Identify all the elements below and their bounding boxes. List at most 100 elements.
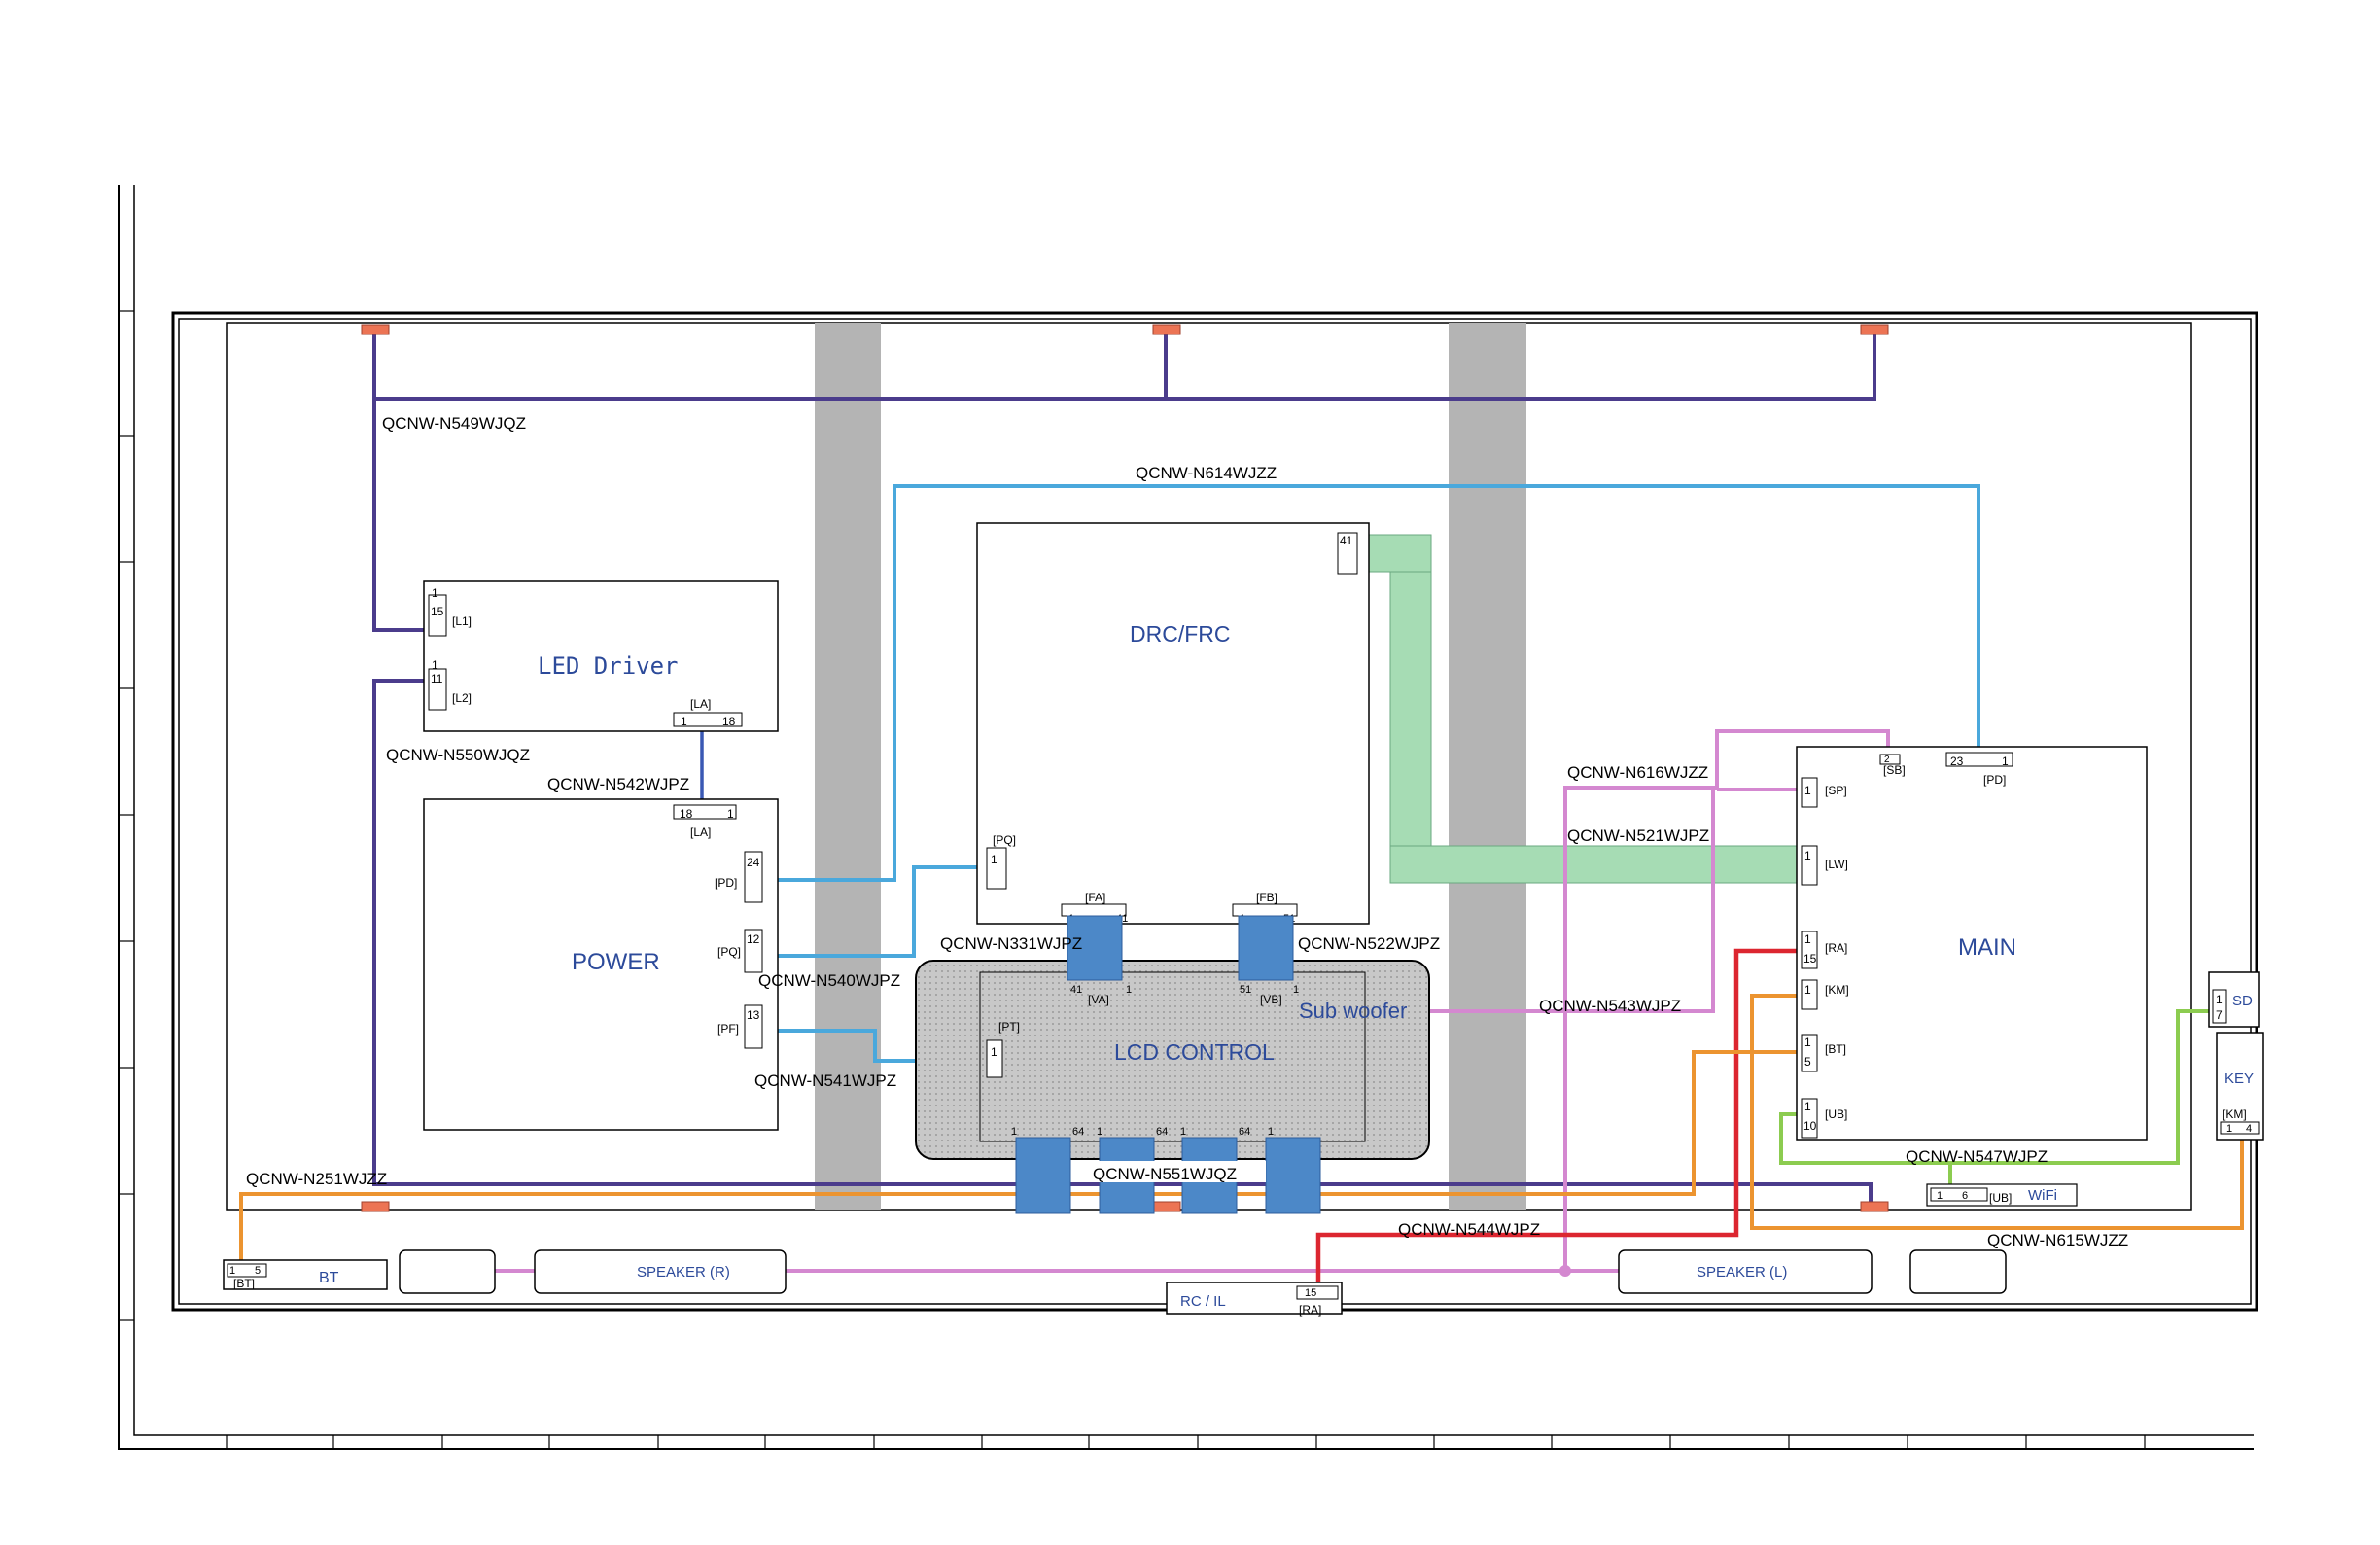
pin-label: 15 <box>431 605 444 618</box>
wire-n616 <box>1563 729 1890 1271</box>
connector-fa: [FA] <box>1085 891 1105 904</box>
module-box-2[interactable] <box>1909 1249 2007 1294</box>
connector-ra: [RA] <box>1299 1303 1321 1317</box>
cable-labels: QCNW-N549WJQZ QCNW-N614WJZZ QCNW-N550WJQ… <box>246 414 2128 1249</box>
pin-label: 24 <box>747 856 760 869</box>
wire-n614 <box>764 484 1980 882</box>
wire-n547 <box>1779 1009 2211 1165</box>
cable-n616: QCNW-N616WJZZ <box>1567 763 1708 782</box>
lcd-control-label: LCD CONTROL <box>1114 1039 1275 1065</box>
pin-label: 64 <box>1072 1126 1084 1138</box>
wire-n615 <box>1750 994 2244 1230</box>
connector-pd: [PD] <box>715 876 737 890</box>
wifi-label: WiFi <box>2028 1187 2057 1204</box>
power-board[interactable]: POWER 18 1 [LA] 24 [PD] 12 [PQ] 13 [PF] <box>423 798 779 1131</box>
wifi-board[interactable]: 1 6 [UB] WiFi <box>1926 1183 2078 1207</box>
pin-label: 64 <box>1156 1126 1168 1138</box>
wire-n550 <box>372 679 1872 1202</box>
connector-l1: [L1] <box>452 614 472 628</box>
wire-n549 <box>372 329 1876 401</box>
connector-pq: [PQ] <box>718 945 741 959</box>
lcd-control-board[interactable]: LCD CONTROL Sub woofer 1 [PT] [VA] 41 1 … <box>915 960 1430 1160</box>
drc-frc-board[interactable]: DRC/FRC 41 1 [PQ] [FA] 1 41 [FB] 1 51 <box>976 522 1370 925</box>
wire-n540 <box>764 865 980 958</box>
pin-label: 5 <box>1804 1055 1811 1069</box>
metal-plate-left <box>815 323 881 1210</box>
led-driver-label: LED Driver <box>538 652 679 680</box>
connector-la: [LA] <box>690 825 711 839</box>
cable-n614: QCNW-N614WJZZ <box>1136 464 1277 482</box>
pin-label: 1 <box>1804 1100 1811 1113</box>
rc-il-label: RC / IL <box>1180 1293 1226 1310</box>
pin-label: 1 <box>1293 984 1299 996</box>
connector-bt: [BT] <box>233 1277 255 1290</box>
flex-n331 <box>1067 915 1123 981</box>
cable-n550: QCNW-N550WJQZ <box>386 746 530 764</box>
connector-km: [KM] <box>2222 1107 2247 1121</box>
connector-pq: [PQ] <box>993 833 1016 847</box>
connector-sb: [SB] <box>1883 763 1906 777</box>
pin-label: 10 <box>1803 1119 1817 1133</box>
pin-label: 1 <box>1097 1126 1102 1138</box>
pin-label: 5 <box>255 1265 261 1277</box>
wire-n549-led <box>372 399 428 632</box>
pin-label: 12 <box>747 932 760 946</box>
pin-label: 7 <box>2216 1008 2222 1022</box>
connector-va: [VA] <box>1088 993 1109 1006</box>
speaker-left[interactable]: SPEAKER (L) <box>1618 1249 1872 1294</box>
pin-label: 1 <box>991 853 998 866</box>
pin-label: 11 <box>431 672 443 685</box>
mounting-tabs <box>361 324 1889 1212</box>
connector-pt: [PT] <box>998 1020 1020 1034</box>
cable-n549: QCNW-N549WJQZ <box>382 414 526 433</box>
bt-board[interactable]: 1 5 [BT] BT <box>223 1259 388 1290</box>
cable-n251: QCNW-N251WJZZ <box>246 1170 387 1188</box>
pin-label: 1 <box>432 658 438 672</box>
pin-label: 1 <box>1804 1036 1811 1049</box>
led-driver-board[interactable]: LED Driver 1 15 [L1] 1 11 [L2] [LA] 1 18 <box>423 580 779 732</box>
cable-n547: QCNW-N547WJPZ <box>1906 1147 2048 1166</box>
rc-il-board[interactable]: RC / IL 15 [RA] <box>1166 1282 1343 1317</box>
cable-n542: QCNW-N542WJPZ <box>547 775 689 793</box>
speaker-right[interactable]: SPEAKER (R) <box>534 1249 787 1294</box>
flex-n551-1 <box>1015 1137 1071 1214</box>
connector-l2: [L2] <box>452 691 472 705</box>
wire-n251 <box>239 1050 1803 1266</box>
pin-label: 6 <box>1962 1190 1968 1202</box>
pin-label: 41 <box>1070 984 1082 996</box>
connector-sp: [SP] <box>1825 784 1847 797</box>
pin-label: 51 <box>1240 984 1251 996</box>
module-box-1[interactable] <box>399 1249 496 1294</box>
pin-label: 1 <box>727 807 734 821</box>
pin-label: 1 <box>1126 984 1132 996</box>
connector-ra: [RA] <box>1825 941 1847 955</box>
pin-label: 1 <box>2002 755 2009 768</box>
pin-label: 15 <box>1305 1287 1316 1299</box>
subwoofer-label: Sub woofer <box>1299 999 1407 1023</box>
pin-label: 15 <box>1803 952 1817 966</box>
pin-label: 1 <box>1804 932 1811 946</box>
metal-plate-right <box>1449 323 1526 1210</box>
flex-n522 <box>1238 915 1294 981</box>
connector-ub: [UB] <box>1989 1191 2012 1205</box>
cable-n543: QCNW-N543WJPZ <box>1539 997 1681 1015</box>
cable-n521: QCNW-N521WJPZ <box>1567 826 1709 845</box>
power-label: POWER <box>572 949 660 975</box>
flex-cable-n521 <box>1350 534 1798 884</box>
sd-board[interactable]: 1 7 SD <box>2208 971 2260 1028</box>
pin-label: 1 <box>2226 1123 2232 1135</box>
pin-label: 1 <box>432 586 438 600</box>
main-board[interactable]: MAIN 2 [SB] 23 1 [PD] 1 [SP] 1 [LW] 1 15… <box>1796 746 2148 1141</box>
n551-label-bg <box>1079 1161 1266 1182</box>
pin-label: 41 <box>1340 534 1353 547</box>
speaker-junction <box>1559 1265 1571 1277</box>
connector-fb: [FB] <box>1256 891 1278 904</box>
key-board[interactable]: KEY [KM] 1 4 <box>2216 1032 2264 1141</box>
pin-label: 1 <box>1180 1126 1186 1138</box>
wire-n544 <box>1315 948 1803 1288</box>
cable-n540: QCNW-N540WJPZ <box>758 971 900 990</box>
connector-pd: [PD] <box>1983 773 2006 787</box>
cable-n522: QCNW-N522WJPZ <box>1298 934 1440 953</box>
connector-km: [KM] <box>1825 983 1849 997</box>
